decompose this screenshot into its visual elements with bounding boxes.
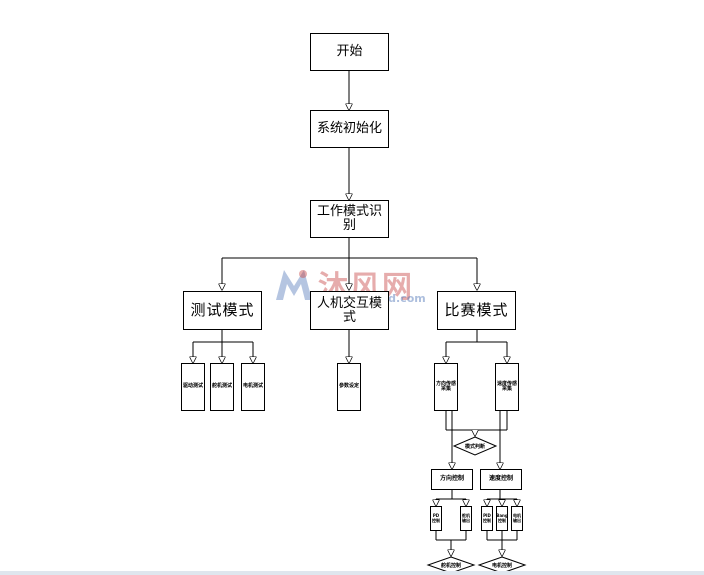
hci-mode-node: 人机交互模式 (310, 291, 389, 330)
decision-label: 模式判断 (464, 443, 485, 450)
init-node: 系统初始化 (310, 110, 389, 148)
test-mode-node: 测试模式 (183, 291, 262, 330)
test-sub-drive: 驱动测试 (181, 363, 205, 411)
spd-sub-motor-out: 电机输出 (511, 506, 523, 531)
test-sub-motor: 电机测试 (241, 363, 265, 411)
end-label-servo: 舵机控制 (440, 562, 461, 569)
decision-diamond (452, 436, 498, 456)
hci-sub-params: 参数设定 (337, 363, 361, 411)
spd-sub-pid: PID控制 (481, 506, 493, 531)
speed-control-node: 速度控制 (480, 469, 522, 490)
dir-sub-pd: PD控制 (430, 506, 442, 531)
end-label-motor: 电机控制 (491, 562, 512, 569)
race-sub-direction-sensor: 方向传感采集 (434, 363, 458, 411)
spd-sub-bang: Bang控制 (496, 506, 508, 531)
direction-control-node: 方向控制 (431, 469, 473, 490)
bottom-strip (0, 571, 704, 575)
dir-sub-servo-out: 舵机输出 (460, 506, 472, 531)
test-sub-servo: 舵机测试 (210, 363, 234, 411)
mode-identify-node: 工作模式识别 (310, 200, 389, 238)
race-mode-node: 比赛模式 (437, 291, 516, 330)
start-node: 开始 (310, 33, 389, 71)
race-sub-speed-sensor: 速度传感采集 (495, 363, 519, 411)
